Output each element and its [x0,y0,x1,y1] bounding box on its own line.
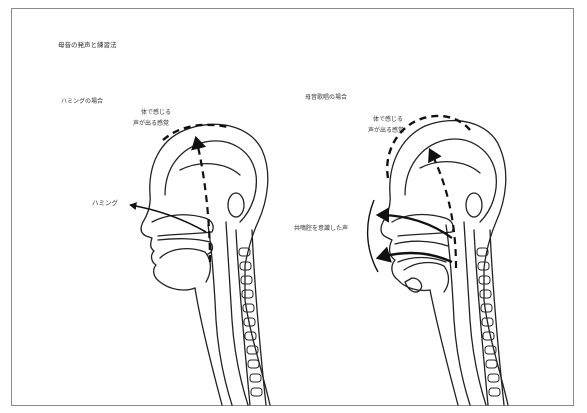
right-brain-curve [420,162,480,173]
left-brain-curve [180,164,240,175]
left-ear-detail [228,193,244,217]
left-nasal-cavity [152,215,213,236]
left-head-illustration [141,124,270,405]
right-open-mouth [395,241,448,262]
left-neck-front [195,288,222,405]
right-head-outline [390,121,508,405]
right-head-illustration [381,121,508,405]
right-face-profile [381,195,430,291]
right-ear-detail [466,193,482,217]
left-vertical-dashed-arrow [196,138,210,262]
left-spine-back [252,230,266,405]
right-spine-back [490,230,504,405]
right-inner-skull [405,139,496,222]
left-tongue [160,249,210,282]
right-sound-wave-arc [368,200,378,272]
right-vertical-dashed-arrow [430,150,456,268]
right-tongue [404,263,449,292]
